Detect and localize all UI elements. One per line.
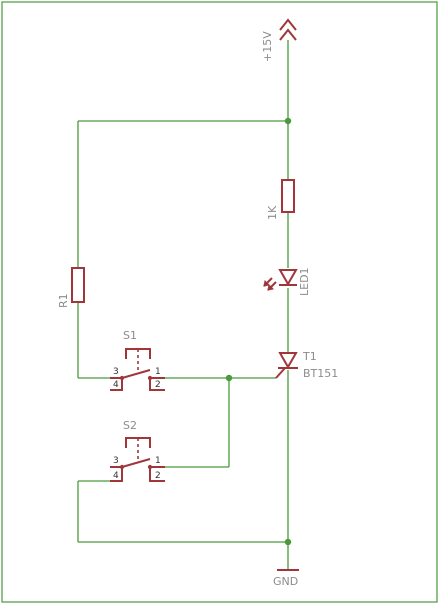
thyristor-name-label: T1 xyxy=(302,350,317,363)
switch-s1-label: S1 xyxy=(123,329,137,342)
switch-s1-pin-1: 1 xyxy=(155,367,161,377)
switch-s1-pin-2: 2 xyxy=(155,380,161,390)
supply-label: +15V xyxy=(261,31,274,62)
switch-s1-pin-3: 3 xyxy=(113,367,119,377)
junction-bottom xyxy=(284,538,292,546)
switch-s2-pin-2: 2 xyxy=(155,471,161,481)
thyristor-t1: T1 BT151 xyxy=(275,350,338,380)
led-label: LED1 xyxy=(298,267,311,296)
ground-symbol: GND xyxy=(273,569,299,588)
resistor-1k-label: 1K xyxy=(266,205,279,220)
ground-label: GND xyxy=(273,575,298,588)
switch-s2: S2 3 4 1 2 xyxy=(110,419,165,482)
switch-s2-pin-1: 1 xyxy=(155,456,161,466)
thyristor-value-label: BT151 xyxy=(303,367,338,380)
resistor-1k: 1K xyxy=(266,179,295,220)
junction-top xyxy=(284,117,292,125)
switch-s2-label: S2 xyxy=(123,419,137,432)
switch-s1-pin-4: 4 xyxy=(113,380,119,390)
switch-s2-pin-3: 3 xyxy=(113,456,119,466)
resistor-r1: R1 xyxy=(57,267,85,308)
switch-s2-pin-4: 4 xyxy=(113,471,119,481)
switch-s1: S1 3 4 1 2 xyxy=(110,329,165,391)
supply-symbol: +15V xyxy=(261,18,297,62)
resistor-r1-label: R1 xyxy=(57,293,70,308)
led-symbol: LED1 xyxy=(263,267,311,296)
wires xyxy=(77,40,289,570)
junction-gate xyxy=(225,374,233,382)
